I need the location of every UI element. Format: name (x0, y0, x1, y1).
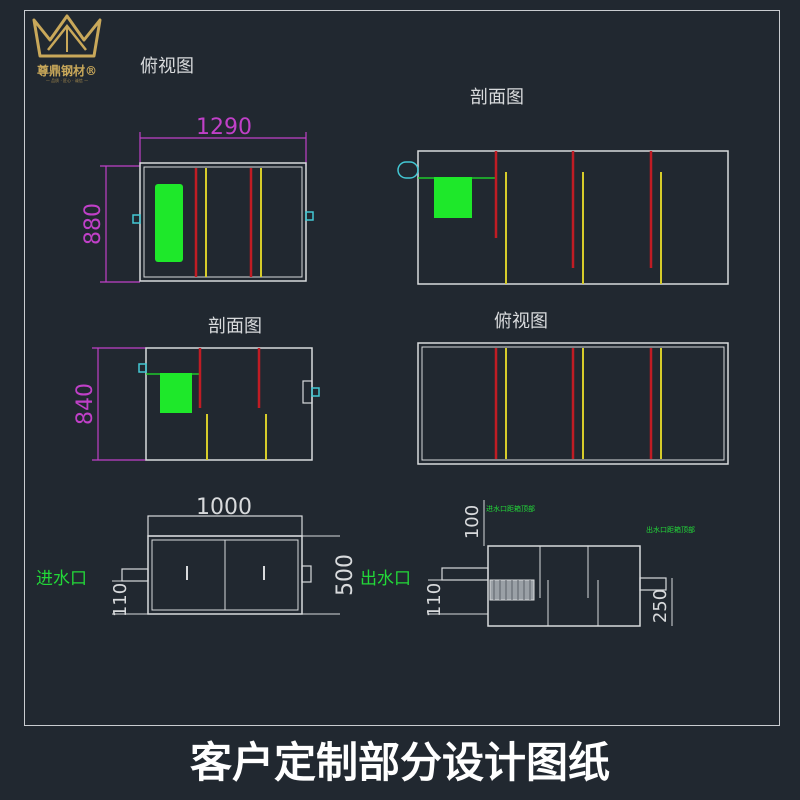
brand-logo: 尊鼎钢材® — 品质 · 匠心 · 诚信 — (26, 12, 108, 88)
section-2: 剖面图 840 (73, 316, 320, 461)
top-view-2-outer-wall (417, 342, 729, 465)
section-2-outlet-pipe (311, 387, 320, 397)
brand-tagline: — 品质 · 匠心 · 诚信 — (45, 78, 89, 83)
top-view-1-title: 俯视图 (140, 56, 194, 77)
front-view-height-dimension (302, 535, 340, 615)
top-view-2: 俯视图 (417, 311, 729, 465)
side-section-filter-mesh (493, 580, 531, 600)
cad-drawing: 俯视图 1290 880 (36, 56, 729, 627)
top-view-2-title: 俯视图 (494, 311, 548, 332)
section-1-title: 剖面图 (470, 87, 524, 108)
outlet-height-note: 出水口距箱顶部 (646, 525, 695, 534)
section-2-height-dimension (92, 347, 146, 461)
inlet-height-note: 进水口距箱顶部 (486, 504, 535, 513)
section-1-basket (434, 177, 472, 218)
inlet-label: 进水口 (36, 569, 87, 589)
side-section-inlet-pipe (441, 567, 489, 581)
side-section-top-dim: 100 (462, 505, 483, 539)
front-view-inlet-pipe (121, 568, 149, 582)
top-view-1-basket (155, 184, 183, 262)
section-1: 剖面图 (397, 87, 729, 285)
top-view-1-height-dimension (100, 165, 140, 283)
crown-logo-icon (32, 14, 102, 58)
top-view-1-inner-wall (143, 166, 303, 278)
front-view-pipe-dimension (112, 580, 148, 615)
page-caption: 客户定制部分设计图纸 (189, 738, 610, 787)
section-2-tank (145, 347, 313, 461)
side-section-outlet-pipe (639, 577, 667, 591)
top-view-1-width-label: 1290 (196, 115, 252, 140)
front-view: 1000 进水口 110 500 (36, 495, 358, 617)
brand-name: 尊鼎钢材® (36, 64, 97, 78)
top-view-2-inner-wall (421, 346, 725, 461)
section-2-outlet-box (302, 380, 313, 404)
top-view-1-outlet-pipe (305, 211, 314, 221)
section-1-inlet-pipe (397, 161, 419, 179)
top-view-1: 俯视图 1290 880 (81, 56, 314, 283)
section-2-inlet-pipe (138, 363, 147, 373)
side-section: 出水口 100 进水口距箱顶部 出水口距箱顶部 110 (360, 500, 695, 627)
top-view-1-height-label: 880 (81, 203, 106, 245)
front-view-outlet-pipe (301, 565, 312, 583)
section-2-title: 剖面图 (208, 316, 262, 337)
outlet-label: 出水口 (360, 569, 411, 589)
section-2-height-label: 840 (73, 383, 98, 425)
sheet-border (24, 10, 780, 726)
side-section-pipe-dimension (428, 579, 488, 615)
top-view-1-width-dimension (139, 132, 307, 166)
side-section-right-dim: 250 (650, 589, 671, 623)
side-section-pipe-dim: 110 (424, 583, 445, 617)
top-view-1-inlet-pipe (132, 214, 141, 224)
section-2-basket (160, 373, 192, 413)
front-view-height-label: 500 (333, 554, 358, 596)
front-view-pipe-dim: 110 (110, 583, 131, 617)
